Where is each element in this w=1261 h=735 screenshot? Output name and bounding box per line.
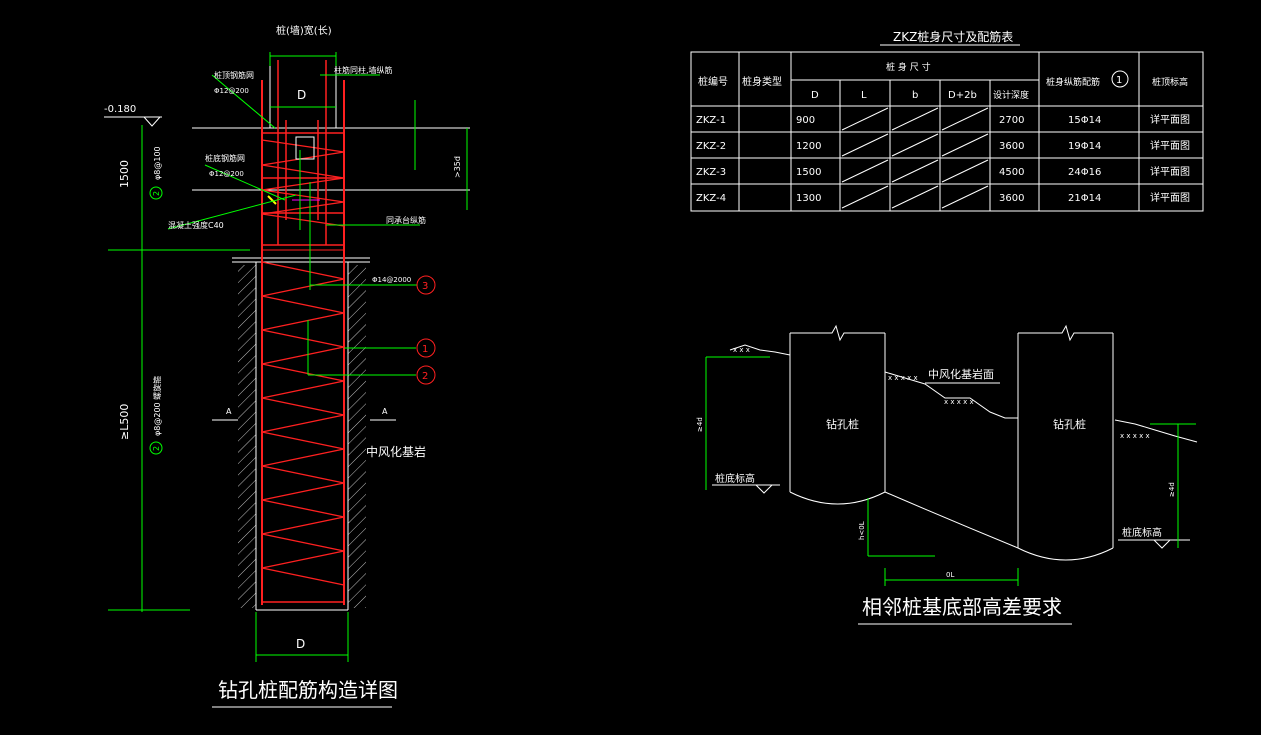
header-depth: 设计深度 [993, 89, 1029, 101]
same-cap-label: 同承台纵筋 [386, 215, 426, 225]
table-empty-slash [891, 133, 939, 157]
table-cell-top: 详平面图 [1150, 191, 1190, 204]
callout-2-lower: 2 [152, 446, 161, 451]
header-D2b: D+2b [948, 90, 977, 101]
right-title: 相邻桩基底部高差要求 [862, 595, 1062, 619]
header-rebar: 桩身纵筋配筋 [1046, 76, 1100, 88]
rock-label: 中风化基岩 [366, 444, 426, 459]
dim-lower: ≥L500 [118, 404, 131, 440]
header-top: 桩顶标高 [1152, 76, 1188, 88]
svg-text:x x x x x: x x x x x [1120, 432, 1150, 440]
table-empty-slash [841, 185, 889, 209]
table-cell-id: ZKZ-3 [696, 167, 726, 178]
callout-2: 2 [422, 371, 428, 382]
header-L: L [861, 90, 867, 101]
cap-top-label: 柱筋同柱,墙纵筋 [334, 65, 393, 75]
dim-l: 0L [946, 571, 954, 579]
table-cell-D: 1300 [796, 193, 821, 204]
table-empty-slash [941, 159, 989, 183]
adjacent-pile-diagram: x x x x x x x x x x x x x x x x x x 钻孔桩 … [696, 324, 1198, 625]
table-empty-slash [841, 107, 889, 131]
dim-h: h<0L [858, 521, 866, 540]
cap-rebar-label: 桩顶钢筋网 [214, 70, 254, 80]
table-cell-depth: 3600 [999, 193, 1024, 204]
table-cell-depth: 4500 [999, 167, 1024, 178]
dim-right: ≥4d [1168, 482, 1176, 497]
soil-hatch-right [348, 265, 366, 608]
pile2-label: 钻孔桩 [1053, 417, 1086, 431]
table-cell-rebar: 21Φ14 [1068, 193, 1101, 204]
pile-table: ZKZ桩身尺寸及配筋表 桩编号 桩身类型 桩 身 尺 寸 桩身纵筋配筋 1 桩顶… [690, 29, 1204, 212]
concrete-label: 混凝土强度C40 [168, 220, 224, 230]
base-elev-right: 桩底标高 [1122, 526, 1162, 539]
table-empty-slash [891, 159, 939, 183]
top-width-label: 桩(墙)宽(长) [276, 24, 332, 37]
table-cell-D: 1200 [796, 141, 821, 152]
table-cell-D: 900 [796, 115, 815, 126]
table-cell-id: ZKZ-1 [696, 115, 726, 126]
dim-1500: 1500 [118, 160, 131, 188]
table-cell-rebar: 15Φ14 [1068, 115, 1101, 126]
section-a-left: A [226, 407, 232, 416]
d-bottom-label: D [296, 637, 305, 651]
header-b: b [912, 90, 918, 101]
table-empty-slash [841, 159, 889, 183]
table-rows: ZKZ-1 900 2700 15Φ14 详平面图 ZKZ-2 1200 3600 19Φ14 详… [696, 107, 1190, 209]
table-cell-rebar: 19Φ14 [1068, 141, 1101, 152]
svg-text:x x x x x: x x x x x [888, 374, 918, 382]
svg-text:x x x x x: x x x x x [944, 398, 974, 406]
table-cell-top: 详平面图 [1150, 165, 1190, 178]
table-cell-rebar: 24Φ16 [1068, 167, 1101, 178]
d-top-label: D [297, 88, 306, 102]
spiral-stirrup [261, 261, 345, 586]
pile1-label: 钻孔桩 [826, 417, 859, 431]
table-cell-D: 1500 [796, 167, 821, 178]
bottom-mesh-spec: Φ12@200 [209, 170, 244, 178]
table-empty-slash [941, 185, 989, 209]
header-rebar-callout: 1 [1116, 75, 1122, 86]
table-cell-top: 详平面图 [1150, 139, 1190, 152]
header-type: 桩身类型 [742, 75, 782, 88]
bottom-mesh-label: 桩底钢筋网 [205, 153, 245, 163]
la-note: >35d [453, 156, 462, 178]
svg-text:x x x: x x x [733, 346, 750, 354]
rock-surface-label: 中风化基岩面 [928, 367, 994, 381]
callout-3: 3 [422, 281, 428, 292]
table-empty-slash [941, 107, 989, 131]
table-empty-slash [891, 185, 939, 209]
header-D: D [811, 90, 819, 101]
table-cell-top: 详平面图 [1150, 113, 1190, 126]
elevation-label: -0.180 [104, 104, 136, 115]
cap-rebar-spec: Φ12@200 [214, 87, 249, 95]
table-cell-id: ZKZ-2 [696, 141, 726, 152]
soil-hatch-left [238, 265, 256, 608]
table-cell-depth: 3600 [999, 141, 1024, 152]
section-a-right: A [382, 407, 388, 416]
left-title: 钻孔桩配筋构造详图 [218, 678, 398, 702]
table-empty-slash [891, 107, 939, 131]
dim-left: ≥4d [696, 417, 704, 432]
header-id: 桩编号 [698, 75, 728, 88]
stirrup2-note: φ8@200 螺旋箍 [152, 376, 162, 436]
table-cell-id: ZKZ-4 [696, 193, 726, 204]
header-size: 桩 身 尺 寸 [886, 61, 931, 73]
table-title: ZKZ桩身尺寸及配筋表 [893, 29, 1013, 44]
table-cell-depth: 2700 [999, 115, 1024, 126]
callout-2-upper: 2 [152, 191, 161, 196]
table-empty-slash [841, 133, 889, 157]
base-elev-left: 桩底标高 [715, 472, 755, 485]
stirrup1-note: φ8@100 [153, 146, 162, 180]
pile-detail: 桩(墙)宽(长) D D -0.180 1500 ≥L500 2 φ8@100 … [104, 24, 470, 708]
table-empty-slash [941, 133, 989, 157]
rebar3-spec: Φ14@2000 [372, 276, 411, 284]
callout-1: 1 [422, 344, 428, 355]
